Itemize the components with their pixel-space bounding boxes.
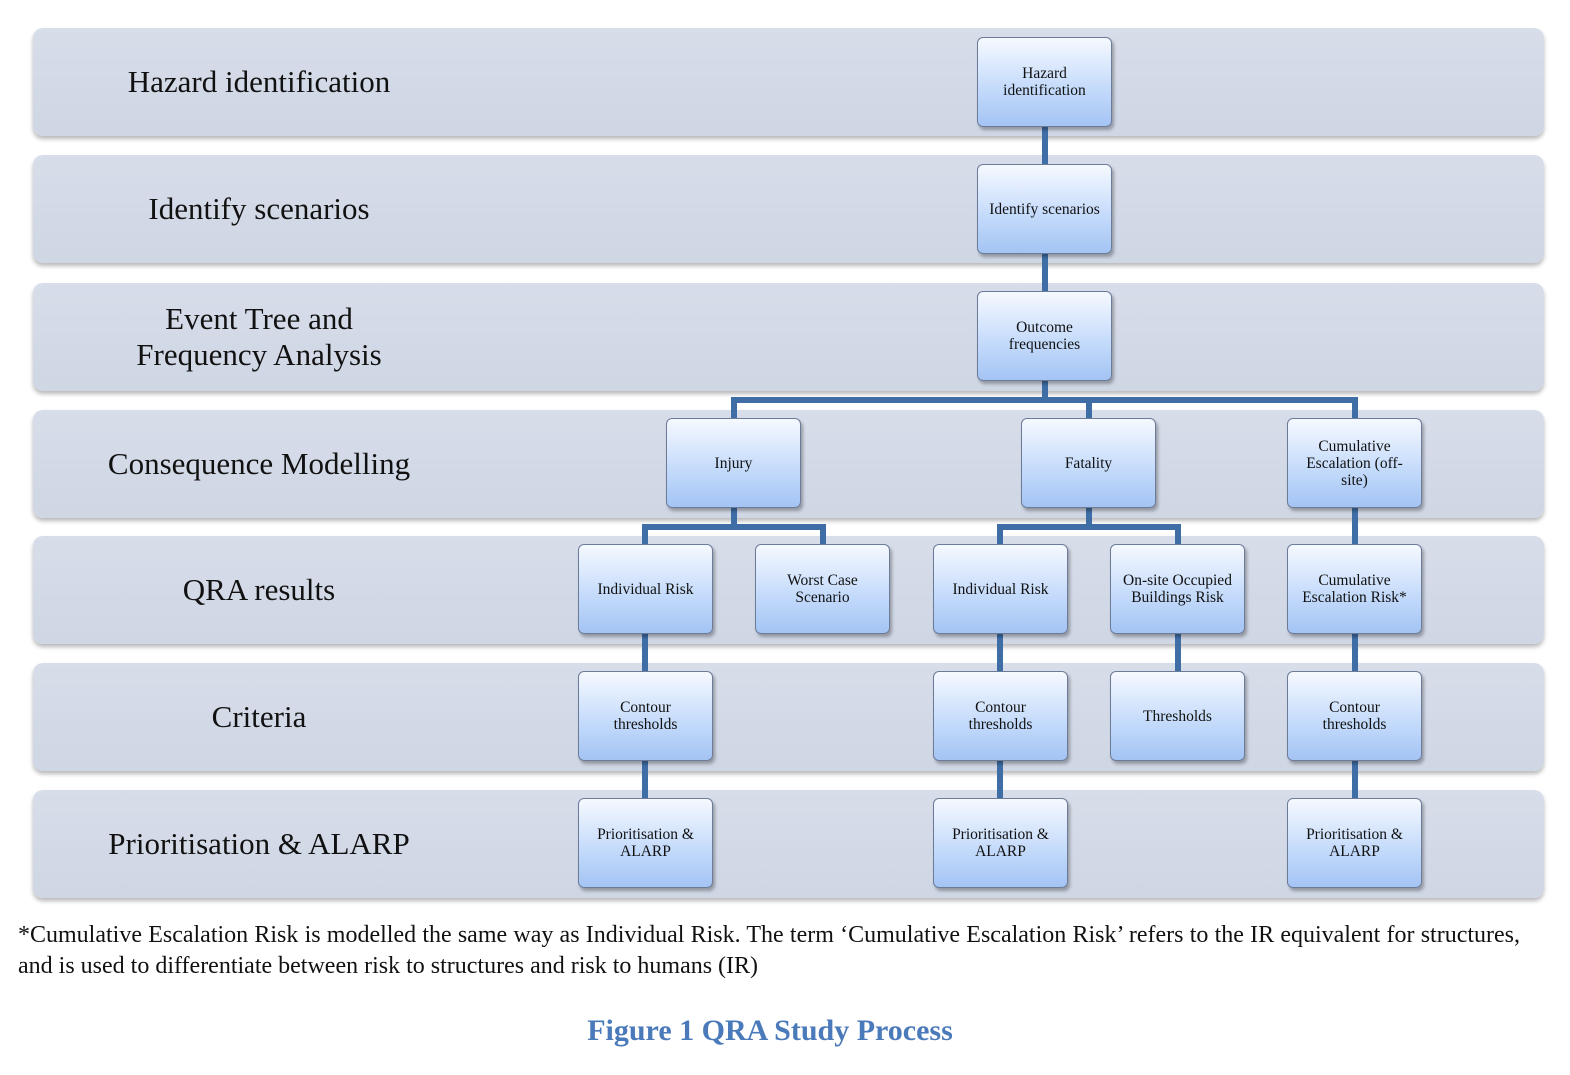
node-worst-case-scenario: Worst Case Scenario bbox=[755, 544, 890, 634]
stage-label-criteria: Criteria bbox=[211, 699, 307, 734]
node-hazard-identification: Hazard identification bbox=[977, 37, 1112, 127]
stage-label-qra-results: QRA results bbox=[182, 572, 336, 607]
node-injury-contour-thresholds: Contour thresholds bbox=[578, 671, 713, 761]
node-fatality-prioritisation-alarp: Prioritisation & ALARP bbox=[933, 798, 1068, 888]
stage-band-event-tree bbox=[33, 283, 1544, 391]
node-buildings-thresholds: Thresholds bbox=[1110, 671, 1245, 761]
node-fatality: Fatality bbox=[1021, 418, 1156, 508]
node-injury-prioritisation-alarp: Prioritisation & ALARP bbox=[578, 798, 713, 888]
stage-label-identify-scenarios: Identify scenarios bbox=[148, 191, 370, 226]
stage-label-event-tree: Event Tree and Frequency Analysis bbox=[136, 301, 382, 372]
node-fatality-contour-thresholds: Contour thresholds bbox=[933, 671, 1068, 761]
stage-label-prioritisation: Prioritisation & ALARP bbox=[108, 826, 410, 861]
node-outcome-frequencies: Outcome frequencies bbox=[977, 291, 1112, 381]
node-cumulative-escalation-offsite: Cumulative Escalation (off-site) bbox=[1287, 418, 1422, 508]
node-injury: Injury bbox=[666, 418, 801, 508]
stage-band-hazard-identification bbox=[33, 28, 1544, 136]
figure-caption: Figure 1 QRA Study Process bbox=[587, 1014, 953, 1047]
node-escalation-prioritisation-alarp: Prioritisation & ALARP bbox=[1287, 798, 1422, 888]
footnote: *Cumulative Escalation Risk is modelled … bbox=[18, 922, 1520, 979]
node-cumulative-escalation-risk: Cumulative Escalation Risk* bbox=[1287, 544, 1422, 634]
node-injury-individual-risk: Individual Risk bbox=[578, 544, 713, 634]
node-onsite-occupied-buildings-risk: On-site Occupied Buildings Risk bbox=[1110, 544, 1245, 634]
node-identify-scenarios: Identify scenarios bbox=[977, 164, 1112, 254]
stage-label-consequence-modelling: Consequence Modelling bbox=[107, 446, 411, 481]
stage-label-hazard-identification: Hazard identification bbox=[127, 64, 391, 99]
stage-band-identify-scenarios bbox=[33, 155, 1544, 263]
node-fatality-individual-risk: Individual Risk bbox=[933, 544, 1068, 634]
node-escalation-contour-thresholds: Contour thresholds bbox=[1287, 671, 1422, 761]
